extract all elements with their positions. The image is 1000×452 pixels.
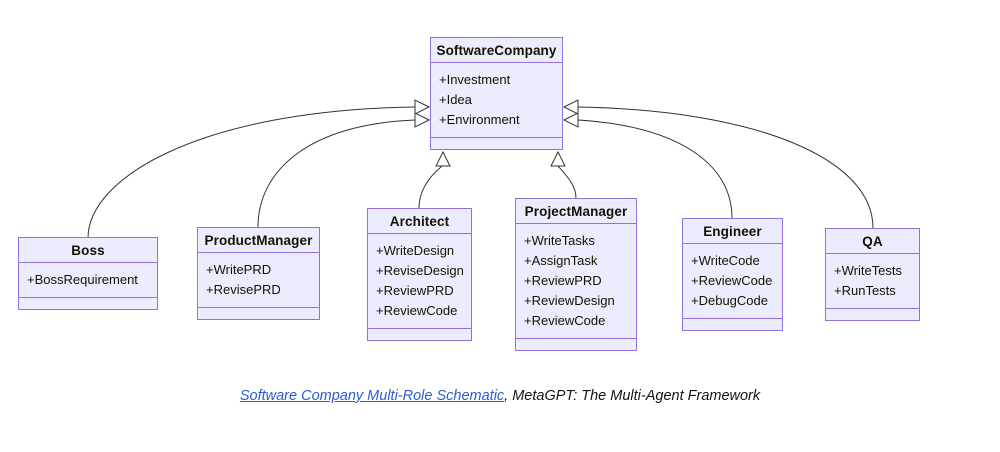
edge-boss-softwarecompany: [87, 106, 416, 239]
caption-suffix: , MetaGPT: The Multi-Agent Framework: [504, 388, 761, 404]
class-box-engineer: Engineer +WriteCode +ReviewCode +DebugCo…: [682, 218, 783, 331]
caption: Software Company Multi-Role Schematic, M…: [0, 388, 1000, 404]
class-member: +BossRequirement: [27, 272, 138, 287]
class-member: +Environment: [439, 112, 520, 127]
class-footer-compartment: [368, 329, 471, 340]
class-title-productmanager: ProductManager: [198, 228, 319, 253]
class-member: +ReviewPRD: [524, 273, 602, 288]
class-footer-compartment: [19, 298, 157, 309]
class-box-softwarecompany: SoftwareCompany +Investment +Idea +Envir…: [430, 37, 563, 150]
class-member: +WriteDesign: [376, 243, 455, 258]
class-title-softwarecompany: SoftwareCompany: [431, 38, 562, 63]
class-title-qa: QA: [826, 229, 919, 254]
class-footer-compartment: [683, 319, 782, 330]
arrowhead-architect: [435, 150, 451, 167]
class-member: +WriteCode: [691, 253, 760, 268]
class-title-architect: Architect: [368, 209, 471, 234]
arrowhead-projectmanager: [550, 150, 566, 167]
class-member: +ReviewPRD: [376, 283, 454, 298]
arrowhead-engineer: [562, 112, 579, 128]
class-title-projectmanager: ProjectManager: [516, 199, 636, 224]
class-members-engineer: +WriteCode +ReviewCode +DebugCode: [683, 244, 782, 319]
class-box-productmanager: ProductManager +WritePRD +RevisePRD: [197, 227, 320, 320]
class-box-qa: QA +WriteTests +RunTests: [825, 228, 920, 321]
class-title-engineer: Engineer: [683, 219, 782, 244]
class-member: +RevisePRD: [206, 282, 281, 297]
class-member: +ReviewCode: [524, 313, 606, 328]
class-box-architect: Architect +WriteDesign +ReviseDesign +Re…: [367, 208, 472, 341]
class-members-boss: +BossRequirement: [19, 263, 157, 298]
class-member: +ReviseDesign: [376, 263, 464, 278]
class-members-projectmanager: +WriteTasks +AssignTask +ReviewPRD +Revi…: [516, 224, 636, 339]
class-member: +ReviewCode: [376, 303, 458, 318]
class-member: +ReviewDesign: [524, 293, 615, 308]
class-member: +RunTests: [834, 283, 896, 298]
class-box-boss: Boss +BossRequirement: [18, 237, 158, 310]
arrowhead-boss: [414, 99, 431, 115]
class-member: +WriteTasks: [524, 233, 595, 248]
class-members-qa: +WriteTests +RunTests: [826, 254, 919, 309]
class-member: +DebugCode: [691, 293, 768, 308]
class-member: +WritePRD: [206, 262, 272, 277]
class-member: +Idea: [439, 92, 472, 107]
class-box-projectmanager: ProjectManager +WriteTasks +AssignTask +…: [515, 198, 637, 351]
edge-architect-softwarecompany: [418, 165, 443, 209]
class-footer-compartment: [826, 309, 919, 320]
class-member: +Investment: [439, 72, 511, 87]
arrowhead-productmanager: [414, 112, 431, 128]
class-member: +WriteTests: [834, 263, 903, 278]
caption-link[interactable]: Software Company Multi-Role Schematic: [239, 388, 505, 404]
class-footer-compartment: [431, 138, 562, 149]
class-members-productmanager: +WritePRD +RevisePRD: [198, 253, 319, 308]
class-footer-compartment: [198, 308, 319, 319]
class-member: +ReviewCode: [691, 273, 773, 288]
class-members-softwarecompany: +Investment +Idea +Environment: [431, 63, 562, 138]
class-title-boss: Boss: [19, 238, 157, 263]
class-footer-compartment: [516, 339, 636, 350]
edge-projectmanager-softwarecompany: [557, 165, 577, 199]
class-member: +AssignTask: [524, 253, 598, 268]
class-members-architect: +WriteDesign +ReviseDesign +ReviewPRD +R…: [368, 234, 471, 329]
arrowhead-qa: [562, 99, 579, 115]
